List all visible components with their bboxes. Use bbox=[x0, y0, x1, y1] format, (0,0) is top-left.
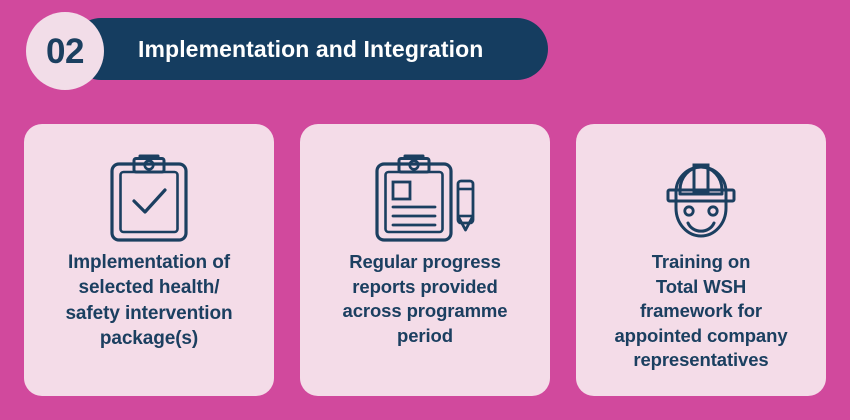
clipboard-check-icon-svg bbox=[110, 154, 188, 242]
clipboard-report-pencil-icon-svg bbox=[375, 154, 475, 242]
card-list: Implementation of selected health/ safet… bbox=[24, 124, 826, 396]
card-training[interactable]: Training on Total WSH framework for appo… bbox=[576, 124, 826, 396]
hard-hat-worker-icon-svg bbox=[666, 163, 736, 238]
clipboard-report-pencil-icon bbox=[373, 146, 477, 250]
card-implementation[interactable]: Implementation of selected health/ safet… bbox=[24, 124, 274, 396]
header-title-pill: Implementation and Integration bbox=[70, 18, 548, 80]
page-title: Implementation and Integration bbox=[138, 35, 484, 62]
hard-hat-worker-icon bbox=[653, 146, 749, 250]
step-number-label: 02 bbox=[46, 31, 84, 71]
card-label: Training on Total WSH framework for appo… bbox=[614, 251, 788, 371]
clipboard-check-icon bbox=[107, 146, 191, 250]
section-header: Implementation and Integration 02 bbox=[0, 0, 850, 110]
card-label: Regular progress reports provided across… bbox=[342, 251, 508, 346]
card-label: Implementation of selected health/ safet… bbox=[65, 252, 233, 349]
card-progress-reports[interactable]: Regular progress reports provided across… bbox=[300, 124, 550, 396]
step-number-badge: 02 bbox=[26, 12, 104, 90]
